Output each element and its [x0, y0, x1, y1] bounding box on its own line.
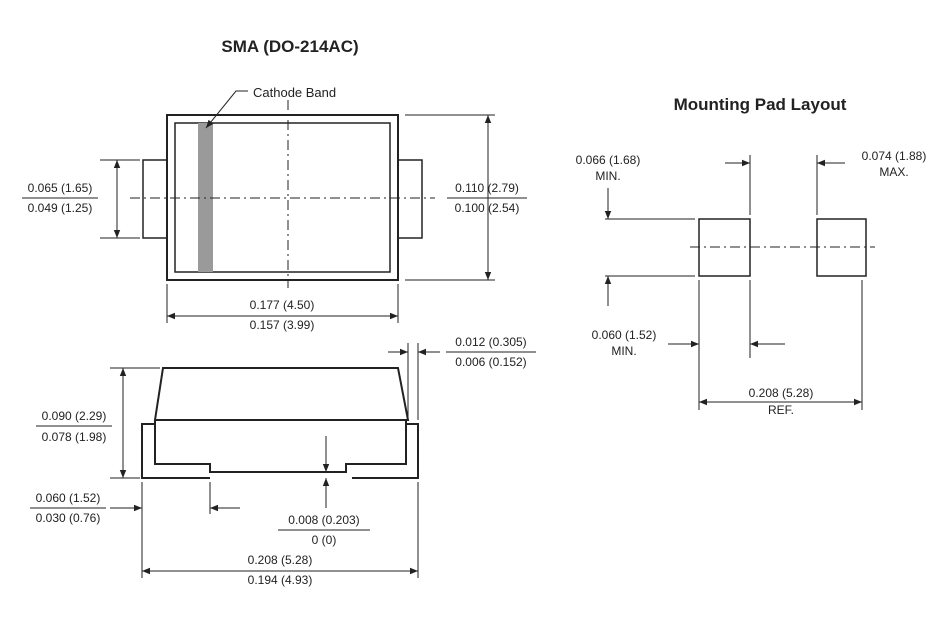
cathode-band-leader — [205, 90, 248, 129]
left-lead-side — [141, 423, 210, 479]
pad-length-value: 0.074 (1.88) — [862, 149, 927, 163]
top-view: Cathode Band 0.065 (1.65) 0.049 (1.25) 0… — [22, 85, 527, 332]
lead-thickness-max: 0.012 (0.305) — [455, 335, 526, 349]
body-height-min: 0.100 (2.54) — [455, 201, 520, 215]
lead-width-max: 0.065 (1.65) — [28, 181, 93, 195]
body-length-max: 0.177 (4.50) — [250, 298, 315, 312]
pad-layout: 0.066 (1.68) MIN. 0.074 (1.88) MAX. 0.06… — [576, 149, 927, 417]
left-lead-top — [142, 159, 168, 239]
overall-length-min: 0.194 (4.93) — [248, 573, 313, 587]
right-lead-top — [397, 159, 423, 239]
body-length-min: 0.157 (3.99) — [250, 318, 315, 332]
pad-span-value: 0.208 (5.28) — [749, 386, 814, 400]
pad-height-value: 0.066 (1.68) — [576, 153, 641, 167]
pad-length-note: MAX. — [879, 165, 908, 179]
lead-thickness-min: 0.006 (0.152) — [455, 355, 526, 369]
side-height-max: 0.090 (2.29) — [42, 409, 107, 423]
standoff-min: 0 (0) — [312, 533, 337, 547]
lead-length-max: 0.060 (1.52) — [36, 491, 101, 505]
overall-length-max: 0.208 (5.28) — [248, 553, 313, 567]
side-height-min: 0.078 (1.98) — [42, 430, 107, 444]
package-body-side — [153, 367, 410, 421]
standoff-max: 0.008 (0.203) — [288, 513, 359, 527]
lead-width-min: 0.049 (1.25) — [28, 201, 93, 215]
pad-width-value: 0.060 (1.52) — [592, 328, 657, 342]
body-height-max: 0.110 (2.79) — [455, 181, 519, 195]
package-title: SMA (DO-214AC) — [221, 37, 358, 56]
pad-span-note: REF. — [768, 403, 794, 417]
pad-height-note: MIN. — [595, 169, 620, 183]
right-lead-side — [352, 423, 419, 479]
pad-width-note: MIN. — [611, 344, 636, 358]
pad-layout-title: Mounting Pad Layout — [674, 95, 847, 114]
side-view: 0.090 (2.29) 0.078 (1.98) 0.012 (0.305) … — [30, 335, 536, 587]
lead-length-min: 0.030 (0.76) — [36, 511, 101, 525]
body-lower-outline — [154, 420, 407, 473]
cathode-band-label: Cathode Band — [253, 85, 336, 100]
